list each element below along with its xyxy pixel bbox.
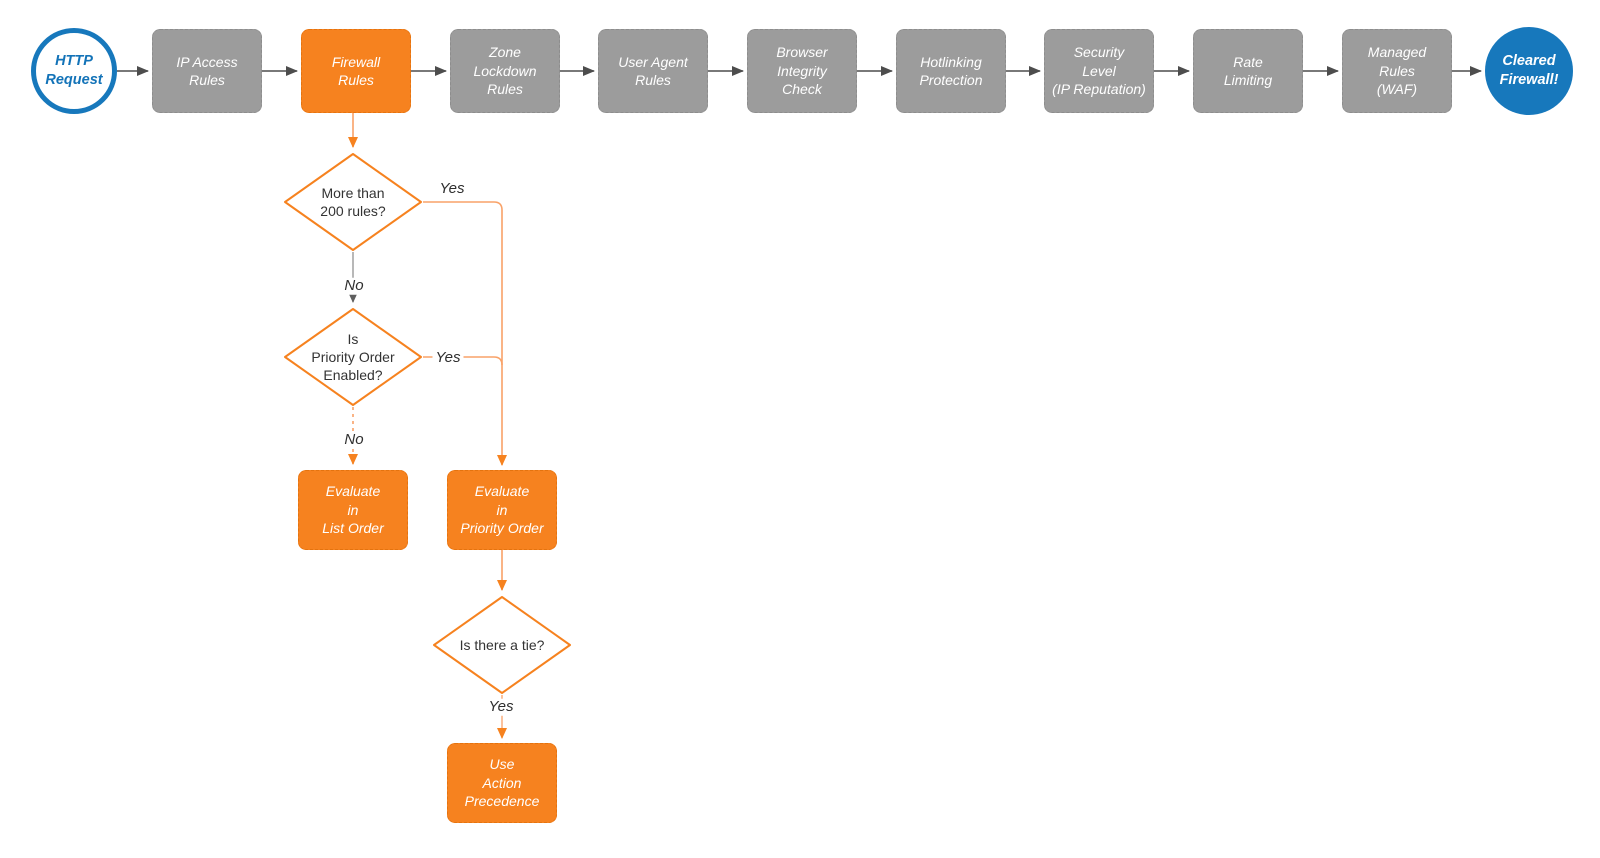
- decision-more-than-200-rules: More than 200 rules?: [283, 152, 423, 252]
- decision-priority-order-enabled: Is Priority Order Enabled?: [283, 307, 423, 407]
- edge-label-no-more-rules: No: [341, 277, 367, 295]
- decision-is-there-a-tie: Is there a tie?: [432, 595, 572, 695]
- edge-label-yes-more-rules: Yes: [436, 180, 468, 198]
- step-ip-access-rules: IP Access Rules: [152, 29, 262, 113]
- step-hotlinking-protection: Hotlinking Protection: [896, 29, 1006, 113]
- step-browser-integrity-check: Browser Integrity Check: [747, 29, 857, 113]
- step-managed-rules-waf: Managed Rules (WAF): [1342, 29, 1452, 113]
- edge-label-no-priority: No: [341, 431, 367, 449]
- diamond-shape: [284, 153, 422, 251]
- node-cleared-firewall: Cleared Firewall!: [1485, 27, 1573, 115]
- box-evaluate-priority-order: Evaluate in Priority Order: [447, 470, 557, 550]
- diamond-shape: [284, 308, 422, 406]
- step-firewall-rules: Firewall Rules: [301, 29, 411, 113]
- node-http-request: HTTP Request: [31, 28, 117, 114]
- edge-label-yes-priority: Yes: [432, 349, 464, 367]
- decision-label: Is there a tie?: [459, 636, 545, 653]
- step-rate-limiting: Rate Limiting: [1193, 29, 1303, 113]
- step-zone-lockdown-rules: Zone Lockdown Rules: [450, 29, 560, 113]
- step-user-agent-rules: User Agent Rules: [598, 29, 708, 113]
- diamond-shape: [433, 596, 571, 694]
- box-use-action-precedence: Use Action Precedence: [447, 743, 557, 823]
- decision-label: Is Priority Order Enabled?: [311, 330, 395, 384]
- step-security-level: Security Level (IP Reputation): [1044, 29, 1154, 113]
- edge-yes-priority-line: [423, 356, 503, 366]
- box-evaluate-list-order: Evaluate in List Order: [298, 470, 408, 550]
- decision-label: More than 200 rules?: [320, 184, 386, 219]
- edge-label-yes-tie: Yes: [485, 698, 517, 716]
- edge-yes-more-rules-line: [423, 201, 507, 466]
